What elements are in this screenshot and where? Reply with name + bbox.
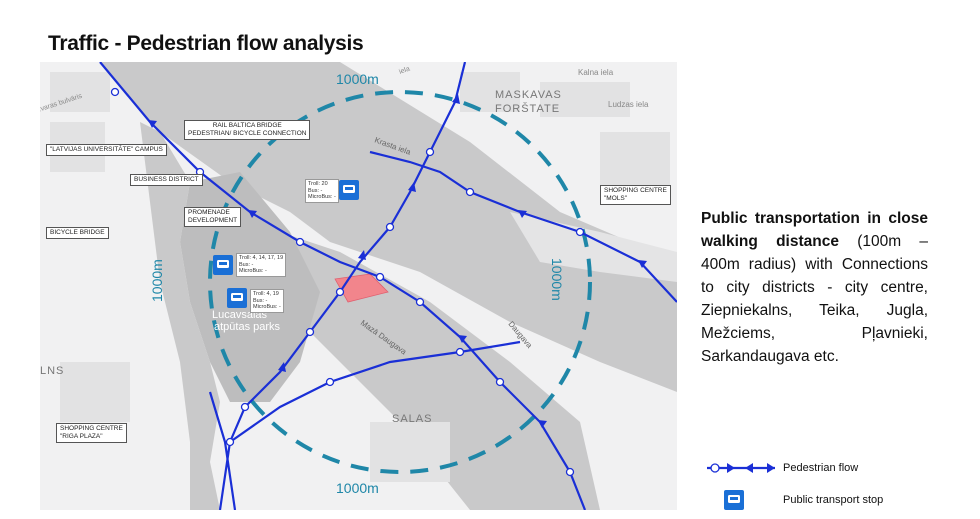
flow-nodes (110, 87, 585, 477)
flow-line-bridge (229, 340, 521, 443)
legend-transport-stop: Public transport stop (705, 490, 883, 510)
pedestrian-flow-legend-icon (707, 463, 775, 473)
flow-arrows (148, 94, 647, 428)
stop-info-2: Troll: 4, 14, 17, 19 Bus: - MicroBus: - (236, 253, 287, 277)
site-map[interactable]: 1000m 1000m 1000m 1000m MASKAVAS FORŠTAT… (40, 62, 677, 510)
callout-bicycle-bridge: BICYCLE BRIDGE (46, 227, 109, 239)
park-label-line2: atpūtas parks (214, 321, 281, 333)
callout-shopping-riga-plaza: SHOPPING CENTRE "RIGA PLAZA" (56, 423, 127, 443)
flow-line-north-south (218, 62, 467, 510)
stop-info-1: Troll: 20 Bus: - MicroBus: - (305, 179, 339, 203)
right-bank-land (510, 212, 677, 282)
callout-rail-baltica-bridge: RAIL BALTICA BRIDGE PEDESTRIAN/ BICYCLE … (184, 120, 311, 140)
flow-line-east (369, 150, 677, 303)
callout-shopping-mols: SHOPPING CENTRE "MOLS" (600, 185, 671, 205)
city-blocks (50, 72, 670, 482)
transport-stop-icon[interactable] (213, 255, 233, 275)
street-label-kalna: Kalna iela (578, 68, 614, 77)
radius-label-top: 1000m (336, 71, 379, 87)
legend-pedestrian-flow: Pedestrian flow (705, 458, 858, 478)
legend-label-transport-stop: Public transport stop (783, 494, 884, 506)
legend-label-pedestrian-flow: Pedestrian flow (783, 462, 859, 474)
callout-business-district: BUSINESS DISTRICT (130, 174, 203, 186)
map-canvas: 1000m 1000m 1000m 1000m MASKAVAS FORŠTAT… (40, 62, 677, 510)
district-label-forstate: FORŠTATE (495, 102, 560, 115)
left-channel (140, 122, 220, 510)
radius-label-left: 1000m (149, 259, 165, 302)
transport-stop-icon[interactable] (339, 180, 359, 200)
description-text: Public transportation in close walking d… (701, 207, 928, 368)
radius-label-right: 1000m (549, 258, 565, 301)
lucavsala-island (180, 172, 320, 402)
street-label-ludzas: Ludzas iela (608, 100, 649, 109)
radius-circle-1000m (208, 90, 592, 474)
district-label-lns: LNS (40, 365, 64, 377)
district-label-salas: SALAS (392, 413, 432, 425)
flow-line-southwest (208, 391, 237, 510)
street-label-iela: iela (398, 66, 411, 76)
page-title: Traffic - Pedestrian flow analysis (48, 32, 364, 55)
radius-label-bottom: 1000m (336, 480, 379, 496)
transport-stop-legend-icon (724, 490, 744, 510)
description-body: (100m – 400m radius) with Connections to… (701, 233, 928, 365)
district-label-maskavas: MASKAVAS (495, 89, 562, 101)
transport-stop-icon[interactable] (227, 288, 247, 308)
callout-promenade-development: PROMENADE DEVELOPMENT (184, 207, 242, 227)
stop-info-3: Troll: 4, 19 Bus: - MicroBus: - (250, 289, 284, 313)
description-bold: Public transportation in close walking d… (701, 210, 928, 250)
callout-university-campus: "LATVIJAS UNIVERSITĀTE" CAMPUS (46, 144, 167, 156)
